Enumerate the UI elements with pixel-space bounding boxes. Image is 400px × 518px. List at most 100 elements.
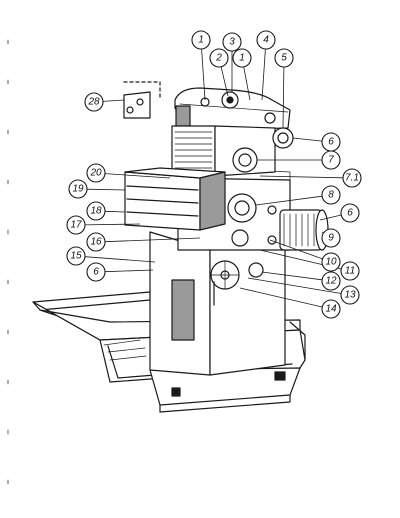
callout-marker: 3 — [222, 32, 242, 52]
callout-circle — [222, 32, 242, 52]
callout-marker: 12 — [321, 271, 341, 291]
callout-marker: 6 — [340, 203, 360, 223]
callout-leader — [259, 175, 344, 179]
callout-marker: 1 — [232, 48, 252, 68]
callout-marker: 18 — [86, 201, 106, 221]
callout-leader — [84, 223, 141, 226]
callout-circle — [321, 150, 341, 170]
callout-circle — [340, 285, 360, 305]
callout-marker: 13 — [340, 285, 360, 305]
callout-label: 12 — [325, 276, 337, 287]
callout-circle — [321, 299, 341, 319]
callout-circle — [86, 262, 106, 282]
callout-leader — [104, 173, 171, 179]
callout-label: 6 — [347, 208, 353, 219]
callout-circle — [340, 203, 360, 223]
callout-label: 9 — [328, 233, 334, 244]
callout-label: 17 — [70, 220, 82, 231]
callout-label: 20 — [89, 168, 102, 179]
callout-marker: 20 — [86, 163, 106, 183]
callout-marker: 5 — [274, 48, 294, 68]
callout-label: 2 — [215, 53, 222, 64]
callout-label: 7.1 — [345, 173, 359, 184]
callout-marker: 15 — [66, 246, 86, 266]
callout-marker: 6 — [86, 262, 106, 282]
callout-label: 1 — [198, 35, 204, 46]
callout-circle — [84, 92, 104, 112]
callout-label: 11 — [345, 266, 355, 277]
knee-handwheel — [210, 260, 264, 306]
callout-leader — [255, 195, 323, 206]
feed-gears — [227, 127, 294, 247]
callout-leader — [261, 271, 323, 281]
callout-leader — [269, 239, 323, 260]
callout-leader — [201, 48, 206, 101]
callout-marker: 1 — [191, 30, 211, 50]
callout-circle — [66, 215, 86, 235]
callout-circle — [321, 185, 341, 205]
callout-circle — [68, 179, 88, 199]
callout-circle — [274, 48, 294, 68]
callout-marker: 6 — [321, 132, 341, 152]
callout-leader — [104, 210, 126, 213]
callout-marker: 7 — [321, 150, 341, 170]
callout-label: 18 — [90, 206, 102, 217]
callout-leader — [261, 48, 266, 101]
callout-marker: 19 — [68, 179, 88, 199]
callout-marker: 17 — [66, 215, 86, 235]
callout-marker: 16 — [86, 232, 106, 252]
callout-leader — [104, 269, 154, 273]
callout-label: 14 — [325, 304, 337, 315]
callout-label: 28 — [87, 97, 100, 108]
callout-leader — [84, 256, 156, 263]
callout-circle — [256, 30, 276, 50]
callout-label: 15 — [70, 251, 82, 262]
callout-marker: 28 — [84, 92, 104, 112]
callout-marker: 11 — [340, 261, 360, 281]
leader-lines — [84, 48, 344, 308]
callout-leader — [220, 66, 229, 97]
callout-label: 19 — [72, 184, 84, 195]
callout-label: 16 — [90, 237, 102, 248]
callout-label: 3 — [229, 37, 235, 48]
callout-circle — [340, 261, 360, 281]
callout-circle — [86, 232, 106, 252]
column-body — [149, 231, 286, 376]
drive-motor — [279, 209, 329, 251]
callout-marker: 10 — [321, 252, 341, 272]
callout-circle — [342, 168, 362, 188]
callout-label: 8 — [328, 190, 334, 201]
callout-marker: 7.1 — [342, 168, 362, 188]
callout-leader — [319, 214, 342, 221]
callout-marker: 8 — [321, 185, 341, 205]
callout-marker: 9 — [321, 228, 341, 248]
callout-leader — [243, 66, 251, 101]
callout-leader — [239, 287, 323, 308]
callout-label: 1 — [239, 53, 245, 64]
callout-label: 7 — [328, 155, 334, 166]
callout-circle — [86, 163, 106, 183]
callout-leader — [102, 99, 125, 102]
callout-circle — [191, 30, 211, 50]
callout-circle — [209, 48, 229, 68]
callout-leader — [292, 137, 323, 142]
callout-label: 10 — [325, 257, 337, 268]
callout-circle — [321, 228, 341, 248]
callout-leader — [104, 237, 201, 243]
callout-label: 4 — [263, 35, 269, 46]
slotted-table — [124, 167, 226, 231]
callout-leader — [247, 277, 342, 294]
callout-circle — [321, 252, 341, 272]
callout-circle — [321, 271, 341, 291]
callout-circle — [66, 246, 86, 266]
callout-label: 13 — [344, 290, 356, 301]
callout-label: 6 — [93, 267, 99, 278]
callout-marker: 4 — [256, 30, 276, 50]
callout-circle — [86, 201, 106, 221]
callout-leader — [282, 66, 285, 129]
callout-leader — [86, 188, 126, 191]
callout-circle — [232, 48, 252, 68]
